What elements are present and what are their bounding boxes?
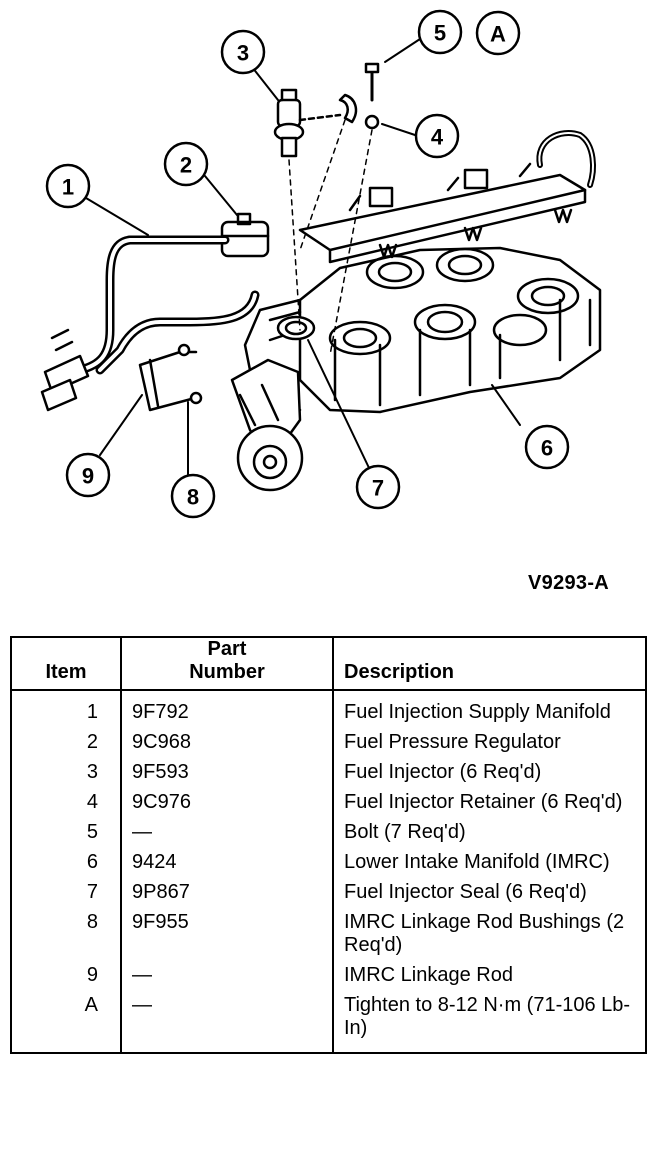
table-row: 5 — Bolt (7 Req'd) bbox=[10, 817, 647, 847]
header-part-number: Part Number bbox=[120, 636, 334, 691]
callout-label-1: 1 bbox=[62, 175, 74, 200]
throttle-body-housing bbox=[230, 358, 304, 492]
table-row: 2 9C968 Fuel Pressure Regulator bbox=[10, 727, 647, 757]
fuel-rail bbox=[298, 130, 596, 264]
table-row: 1 9F792 Fuel Injection Supply Manifold bbox=[10, 690, 647, 727]
callout-2 bbox=[163, 141, 209, 187]
table-row: 8 9F955 IMRC Linkage Rod Bushings (2 Req… bbox=[10, 907, 647, 960]
fuel-pressure-regulator bbox=[220, 212, 270, 258]
row-description: Bolt (7 Req'd) bbox=[332, 817, 647, 847]
row-part-number: — bbox=[120, 990, 334, 1054]
row-description: Fuel Injector Retainer (6 Req'd) bbox=[332, 787, 647, 817]
row-part-number: 9F955 bbox=[120, 907, 334, 960]
callout-7 bbox=[355, 464, 401, 510]
callout-label-3: 3 bbox=[237, 41, 249, 66]
row-part-number: 9424 bbox=[120, 847, 334, 877]
row-item: 3 bbox=[10, 757, 122, 787]
row-item: 8 bbox=[10, 907, 122, 960]
callout-label-9: 9 bbox=[82, 464, 94, 489]
row-part-number: — bbox=[120, 817, 334, 847]
row-item: 2 bbox=[10, 727, 122, 757]
lower-intake-manifold bbox=[243, 246, 602, 414]
callout-label-8: 8 bbox=[187, 485, 199, 510]
row-item: 1 bbox=[10, 690, 122, 727]
table-row: 7 9P867 Fuel Injector Seal (6 Req'd) bbox=[10, 877, 647, 907]
row-description: Fuel Injection Supply Manifold bbox=[332, 690, 647, 727]
callout-label-a: A bbox=[490, 22, 506, 47]
row-item: 7 bbox=[10, 877, 122, 907]
table-row: 3 9F593 Fuel Injector (6 Req'd) bbox=[10, 757, 647, 787]
row-item: 5 bbox=[10, 817, 122, 847]
header-item: Item bbox=[10, 636, 122, 691]
fuel-supply-tubes bbox=[40, 235, 260, 412]
injector-retainer bbox=[338, 93, 380, 130]
table-header-row: Item Part Number Description bbox=[10, 636, 647, 691]
callout-label-6: 6 bbox=[541, 436, 553, 461]
row-description: IMRC Linkage Rod bbox=[332, 960, 647, 990]
callout-4 bbox=[414, 113, 460, 159]
callout-9 bbox=[65, 452, 111, 498]
table-row: 9 — IMRC Linkage Rod bbox=[10, 960, 647, 990]
exploded-view-diagram: 1 2 3 4 5 A 6 7 8 9 bbox=[40, 9, 602, 519]
row-item: A bbox=[10, 990, 122, 1054]
table-row: A — Tighten to 8-12 N·m (71-106 Lb-In) bbox=[10, 990, 647, 1054]
parts-table: Item Part Number Description 1 9F792 Fue… bbox=[10, 636, 647, 1054]
header-part-line1: Part bbox=[207, 638, 247, 660]
retainer-bolt bbox=[364, 62, 380, 102]
row-description: Fuel Injector (6 Req'd) bbox=[332, 757, 647, 787]
callout-a bbox=[475, 10, 521, 56]
callout-5 bbox=[417, 9, 463, 55]
row-part-number: 9F593 bbox=[120, 757, 334, 787]
figure-reference-code: V9293-A bbox=[528, 572, 610, 594]
callout-label-4: 4 bbox=[431, 125, 444, 150]
callout-label-7: 7 bbox=[372, 476, 384, 501]
linkage-bushings bbox=[177, 343, 203, 405]
row-part-number: 9P867 bbox=[120, 877, 334, 907]
callout-1 bbox=[45, 163, 91, 209]
injector-seal bbox=[276, 315, 316, 341]
header-part-line2: Number bbox=[189, 661, 265, 683]
row-part-number: 9C968 bbox=[120, 727, 334, 757]
row-description: IMRC Linkage Rod Bushings (2 Req'd) bbox=[332, 907, 647, 960]
row-item: 4 bbox=[10, 787, 122, 817]
callout-8 bbox=[170, 473, 216, 519]
fuel-injector bbox=[273, 88, 342, 158]
row-part-number: 9C976 bbox=[120, 787, 334, 817]
table-row: 6 9424 Lower Intake Manifold (IMRC) bbox=[10, 847, 647, 877]
callout-label-2: 2 bbox=[180, 153, 192, 178]
row-item: 9 bbox=[10, 960, 122, 990]
row-item: 6 bbox=[10, 847, 122, 877]
row-description: Fuel Injector Seal (6 Req'd) bbox=[332, 877, 647, 907]
row-description: Lower Intake Manifold (IMRC) bbox=[332, 847, 647, 877]
row-description: Fuel Pressure Regulator bbox=[332, 727, 647, 757]
callout-label-5: 5 bbox=[434, 21, 446, 46]
header-description: Description bbox=[332, 636, 647, 691]
row-part-number: 9F792 bbox=[120, 690, 334, 727]
table-row: 4 9C976 Fuel Injector Retainer (6 Req'd) bbox=[10, 787, 647, 817]
row-description: Tighten to 8-12 N·m (71-106 Lb-In) bbox=[332, 990, 647, 1054]
callout-6 bbox=[524, 424, 570, 470]
callout-3 bbox=[220, 29, 266, 75]
row-part-number: — bbox=[120, 960, 334, 990]
